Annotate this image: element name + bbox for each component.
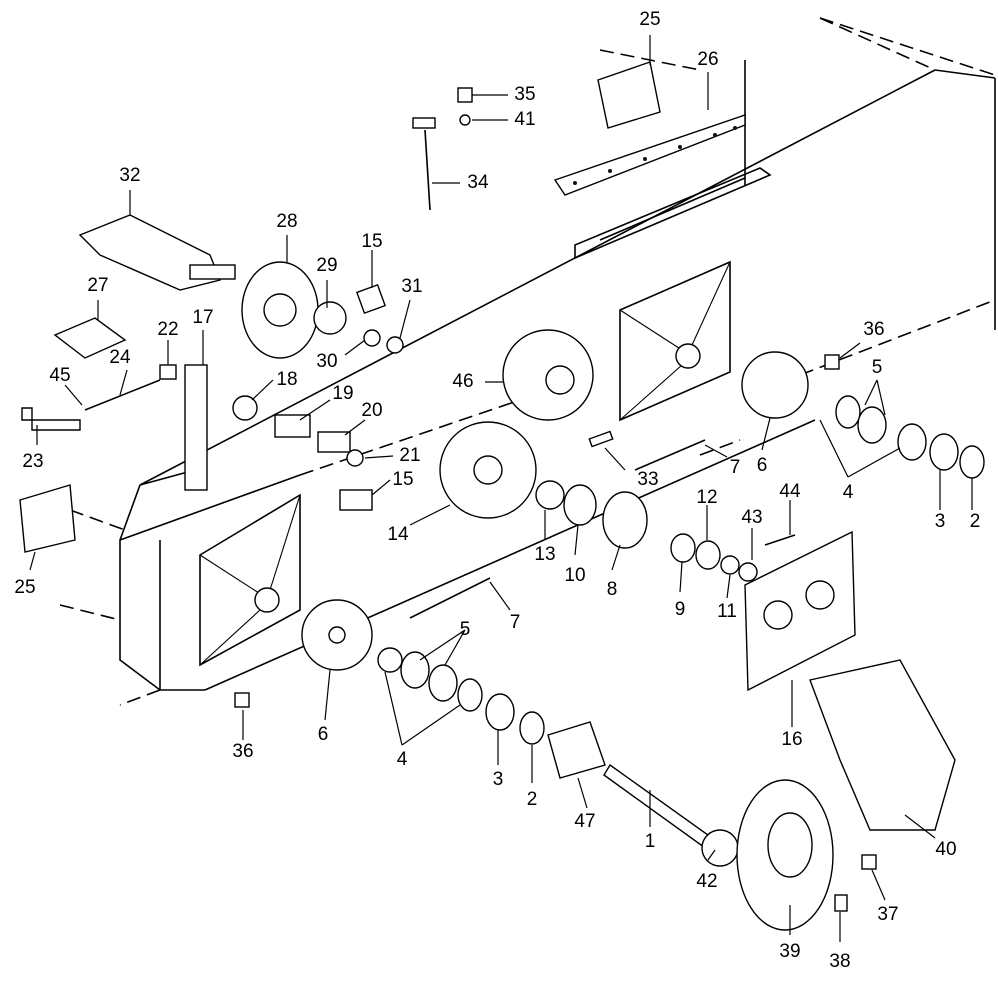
- callout-25-top: 25: [639, 9, 660, 30]
- callout-44: 44: [779, 481, 801, 502]
- callout-26: 26: [697, 49, 718, 70]
- callout-36-left: 36: [232, 741, 253, 762]
- callout-9: 9: [675, 599, 686, 620]
- callout-2-lower: 2: [527, 789, 538, 810]
- callout-3-lower: 3: [493, 769, 504, 790]
- callout-18: 18: [276, 369, 297, 390]
- callout-23: 23: [22, 451, 43, 472]
- callout-8: 8: [607, 579, 618, 600]
- callout-7-lower: 7: [510, 612, 521, 633]
- callout-37: 37: [877, 904, 898, 925]
- callout-47: 47: [574, 811, 595, 832]
- callout-42: 42: [696, 871, 717, 892]
- callout-24: 24: [109, 347, 131, 368]
- callout-5-upper: 5: [872, 357, 883, 378]
- callout-21: 21: [399, 445, 420, 466]
- callout-22: 22: [157, 319, 178, 340]
- callout-16: 16: [781, 729, 802, 750]
- parts: [21, 87, 985, 931]
- callout-17: 17: [192, 307, 213, 328]
- callout-2-upper: 2: [970, 511, 981, 532]
- callout-13: 13: [534, 544, 555, 565]
- callout-4-upper: 4: [843, 482, 854, 503]
- callout-14: 14: [387, 524, 409, 545]
- leader-lines: [29, 35, 973, 942]
- callout-33: 33: [637, 469, 658, 490]
- callout-41: 41: [514, 109, 535, 130]
- callout-46: 46: [452, 371, 473, 392]
- callout-30: 30: [316, 351, 337, 372]
- callout-15-top: 15: [361, 231, 382, 252]
- callout-11: 11: [717, 601, 737, 622]
- callout-5-lower: 5: [460, 619, 471, 640]
- callout-36-right: 36: [863, 319, 884, 340]
- callout-40: 40: [935, 839, 956, 860]
- callout-7-upper: 7: [730, 457, 741, 478]
- callout-labels: 25 26 35 41 34 32 28 15 29 31 30 27 22 1…: [14, 9, 980, 972]
- callout-43: 43: [741, 507, 762, 528]
- callout-1: 1: [645, 831, 656, 852]
- callout-12: 12: [696, 487, 717, 508]
- callout-4-lower: 4: [397, 749, 408, 770]
- callout-27: 27: [87, 275, 108, 296]
- callout-34: 34: [467, 172, 489, 193]
- callout-19: 19: [332, 383, 353, 404]
- callout-32: 32: [119, 165, 140, 186]
- callout-39: 39: [779, 941, 800, 962]
- callout-45: 45: [49, 365, 70, 386]
- callout-25-left: 25: [14, 577, 35, 598]
- callout-3-upper: 3: [935, 511, 946, 532]
- callout-38: 38: [829, 951, 850, 972]
- callout-6-lower: 6: [318, 724, 329, 745]
- callout-10: 10: [564, 565, 585, 586]
- callout-31: 31: [401, 276, 422, 297]
- callout-6-upper: 6: [757, 455, 768, 476]
- drive-case-housing: [19, 17, 996, 706]
- callout-29: 29: [316, 255, 337, 276]
- callout-15-bottom: 15: [392, 469, 413, 490]
- callout-28: 28: [276, 211, 297, 232]
- callout-20: 20: [361, 400, 382, 421]
- callout-35: 35: [514, 84, 535, 105]
